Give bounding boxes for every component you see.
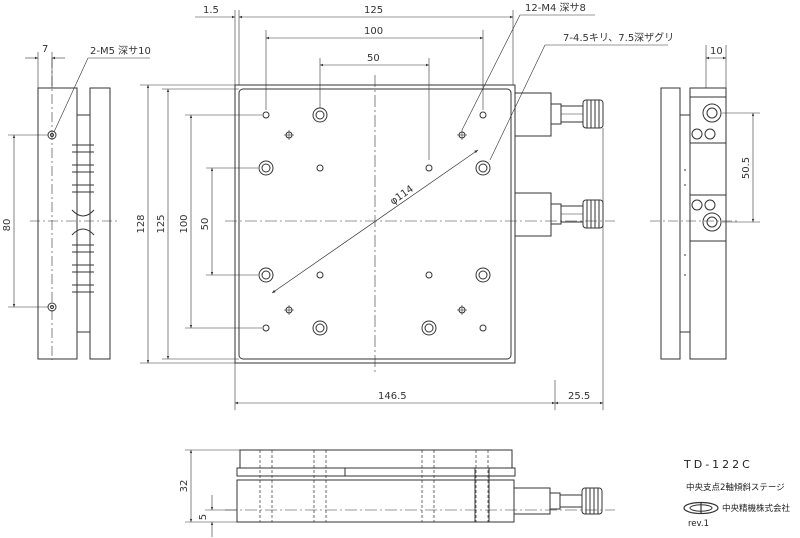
right-side-view [650, 87, 740, 360]
dimension-lines [8, 10, 760, 537]
top-view [225, 75, 615, 372]
product-name: 中央支点2軸傾斜ステージ [686, 483, 785, 493]
note-counterbore-holes: 7-4.5キリ、7.5深ザグリ [563, 31, 674, 44]
front-view [225, 449, 615, 523]
company-logo-icon [683, 501, 719, 515]
dim-5-front: 5 [198, 514, 209, 520]
dim-128: 128 [136, 214, 147, 233]
micrometer-upper [550, 99, 604, 129]
maker-row: 中央精機株式会社 [682, 501, 797, 515]
note-m4: 12-M4 深サ8 [525, 2, 586, 14]
left-side-view [30, 58, 118, 360]
title-block: TD-122C 中央支点2軸傾斜ステージ 中央精機株式会社 rev.1 [672, 458, 797, 529]
dim-125-vertical: 125 [156, 214, 167, 233]
maker-name: 中央精機株式会社 [722, 504, 791, 514]
dim-80: 80 [2, 219, 13, 232]
dim-1-5: 1.5 [203, 5, 219, 16]
dim-100-vertical: 100 [179, 214, 190, 233]
dim-146-5: 146.5 [378, 391, 407, 402]
note-m5: 2-M5 深サ10 [90, 45, 151, 57]
dim-50-vertical: 50 [200, 218, 211, 231]
model-number: TD-122C [684, 458, 753, 471]
dim-7: 7 [42, 44, 48, 55]
dim-10-right: 10 [710, 46, 723, 57]
dim-25-5: 25.5 [568, 391, 590, 402]
dim-50-horizontal: 50 [367, 53, 380, 64]
dim-50-5-right: 50.5 [741, 157, 752, 179]
micrometer-lower [550, 199, 604, 229]
dim-phi-114: φ114 [388, 184, 415, 208]
revision-label: rev.1 [688, 519, 710, 529]
dim-125-horizontal: 125 [364, 5, 383, 16]
dim-100-horizontal: 100 [364, 26, 383, 37]
dim-32-front: 32 [179, 480, 190, 493]
